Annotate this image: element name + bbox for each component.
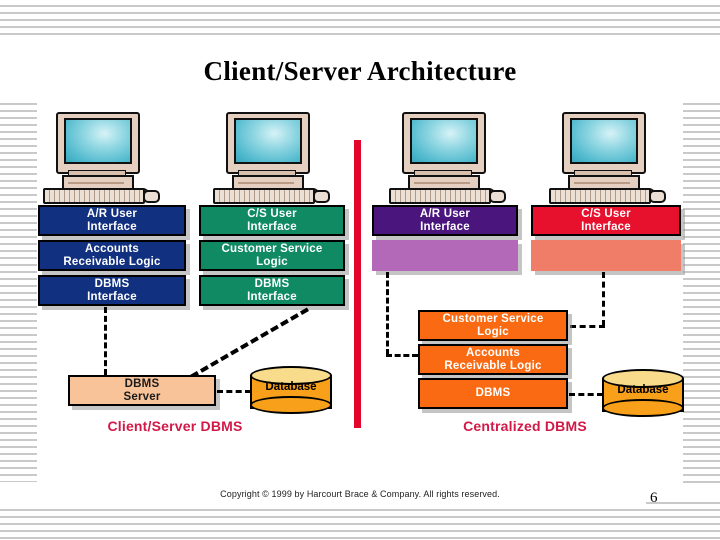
connector-ar-to-server [104,307,107,375]
connector-server-to-database [217,390,251,393]
connector-dbms-to-database [569,393,603,396]
central-database-cylinder: Database [602,369,684,419]
keyboard-icon [213,188,315,204]
monitor-screen-icon [570,118,638,164]
central-cs-terminal-box[interactable] [531,240,681,271]
mouse-icon [489,190,506,203]
section-divider [354,140,361,428]
page-number: 6 [650,490,658,506]
box-label: DBMS Interface [247,278,297,303]
cs-ar-user-interface-box[interactable]: A/R User Interface [38,205,186,236]
centralized-caption: Centralized DBMS [463,418,587,434]
page-title: Client/Server Architecture [0,52,720,93]
cpu-drive-slot [574,182,630,184]
connector-central-cs-down [602,272,605,326]
client-server-caption: Client/Server DBMS [107,418,243,434]
cylinder-top [602,369,684,388]
dbms-server-box[interactable]: DBMS Server [68,375,216,406]
central-ar-user-interface-box[interactable]: A/R User Interface [372,205,518,236]
workstation-3 [388,112,506,204]
cylinder-bottom [250,396,332,414]
connector-central-ar-down [386,272,389,355]
central-cs-user-interface-box[interactable]: C/S User Interface [531,205,681,236]
central-dbms-box[interactable]: DBMS [418,378,568,409]
mouse-icon [649,190,666,203]
cs-dbms-interface-box[interactable]: DBMS Interface [38,275,186,306]
cs-user-interface-box[interactable]: C/S User Interface [199,205,345,236]
keyboard-icon [43,188,145,204]
monitor-screen-icon [410,118,478,164]
cs-customer-service-logic-box[interactable]: Customer Service Logic [199,240,345,271]
box-label: Customer Service Logic [442,313,544,338]
monitor-screen-icon [234,118,302,164]
cpu-drive-slot [238,182,294,184]
keyboard-icon [389,188,491,204]
central-ar-terminal-box[interactable] [372,240,518,271]
workstation-4 [548,112,666,204]
central-customer-service-logic-box[interactable]: Customer Service Logic [418,310,568,341]
monitor-screen-icon [64,118,132,164]
box-label: Customer Service Logic [221,243,323,268]
workstation-1 [42,112,160,204]
box-label: DBMS Server [123,378,161,403]
box-label: Accounts Receivable Logic [444,347,542,372]
box-label: DBMS Interface [87,278,137,303]
database-label: Database [617,384,669,396]
mouse-icon [313,190,330,203]
cs-database-cylinder: Database [250,366,332,416]
copyright-notice: Copyright © 1999 by Harcourt Brace & Com… [0,487,720,501]
cpu-drive-slot [68,182,124,184]
box-label: Accounts Receivable Logic [63,243,161,268]
box-label: DBMS [475,387,511,400]
box-label: A/R User Interface [419,208,471,233]
cylinder-top [250,366,332,385]
cpu-drive-slot [414,182,470,184]
box-label: C/S User Interface [247,208,297,233]
keyboard-icon [549,188,651,204]
mouse-icon [143,190,160,203]
cs-accounts-receivable-logic-box[interactable]: Accounts Receivable Logic [38,240,186,271]
box-label: C/S User Interface [581,208,631,233]
workstation-2 [212,112,330,204]
box-label: A/R User Interface [86,208,138,233]
cylinder-bottom [602,399,684,417]
cs-dbms-interface-box-2[interactable]: DBMS Interface [199,275,345,306]
database-label: Database [265,381,317,393]
connector-central-cs-left [570,325,605,328]
connector-central-ar-right [386,354,418,357]
central-accounts-receivable-logic-box[interactable]: Accounts Receivable Logic [418,344,568,375]
